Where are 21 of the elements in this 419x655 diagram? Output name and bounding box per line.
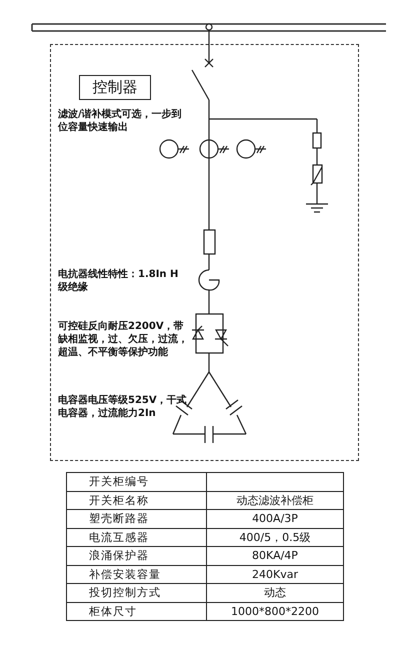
controller-box: 控制器 — [79, 75, 151, 100]
dashed-cabinet-frame — [50, 44, 359, 461]
table-cell: 塑壳断路器 — [66, 510, 206, 528]
annotation-note: 电容器电压等级525V，干式电容器，过流能力2In — [58, 394, 188, 420]
annotation-note: 可控硅反向耐压2200V，带缺相监视，过、欠压，过流，超温、不平衡等保护功能 — [58, 320, 188, 359]
table-cell: 投切控制方式 — [66, 584, 206, 602]
annotation-note: 滤波/谐补模式可选，一步到位容量快速输出 — [58, 108, 183, 134]
table-cell: 开关柜编号 — [66, 472, 206, 491]
table-cell: 240Kvar — [206, 565, 344, 584]
table-cell: 柜体尺寸 — [66, 602, 206, 620]
table-cell: 400A/3P — [206, 510, 344, 528]
table-cell: 电流互感器 — [66, 528, 206, 546]
table-cell: 400/5，0.5级 — [206, 528, 344, 546]
table-cell: 动态滤波补偿柜 — [206, 491, 344, 510]
table-cell: 80KA/4P — [206, 546, 344, 565]
table-cell: 浪涌保护器 — [66, 546, 206, 565]
table-cell: 1000*800*2200 — [206, 602, 344, 620]
annotation-note: 电抗器线性特性：1.8In H级绝缘 — [58, 268, 180, 294]
table-cell: 动态 — [206, 584, 344, 602]
table-cell: 补偿安装容量 — [66, 565, 206, 584]
table-cell: 开关柜名称 — [66, 491, 206, 510]
